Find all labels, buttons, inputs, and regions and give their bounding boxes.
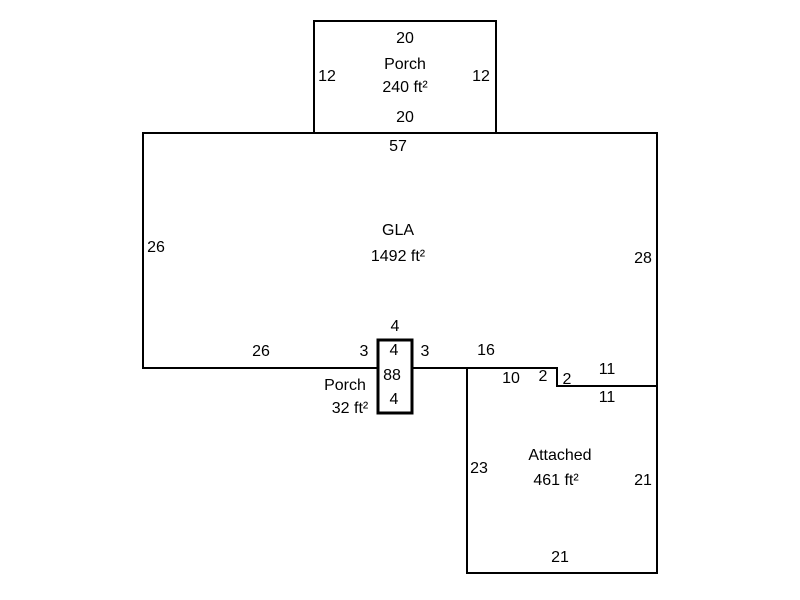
garage-dim-left: 23 bbox=[470, 460, 488, 477]
small-porch-dim-top-inner: 4 bbox=[389, 342, 399, 359]
top-porch-title: Porch bbox=[384, 56, 426, 73]
garage-dim-top: 10 bbox=[502, 370, 520, 387]
small-porch-area: 32 ft² bbox=[331, 400, 369, 417]
garage-title: Attached bbox=[528, 447, 592, 464]
small-porch-dim-top: 4 bbox=[390, 318, 400, 335]
small-porch-dim-sides: 88 bbox=[383, 367, 401, 384]
garage-outline bbox=[466, 367, 658, 574]
gla-dim-top: 57 bbox=[389, 138, 407, 155]
small-porch-dim-right: 3 bbox=[420, 343, 430, 360]
gla-dim-right: 28 bbox=[634, 250, 652, 267]
garage-dim-bottom: 21 bbox=[551, 549, 569, 566]
small-porch-title: Porch bbox=[324, 377, 366, 394]
top-porch-dim-left: 12 bbox=[318, 68, 336, 85]
top-porch-dim-top: 20 bbox=[396, 30, 414, 47]
top-porch-dim-right: 12 bbox=[472, 68, 490, 85]
small-porch-outline bbox=[376, 338, 414, 415]
gla-dim-notch-bottom: 11 bbox=[598, 389, 616, 406]
gla-dim-step-left: 2 bbox=[538, 368, 548, 385]
top-porch-dim-bottom: 20 bbox=[396, 109, 414, 126]
gla-dim-bottom-left: 26 bbox=[252, 343, 270, 360]
gla-title: GLA bbox=[381, 222, 415, 239]
garage-dim-right: 21 bbox=[634, 472, 652, 489]
gla-dim-bottom-mid: 16 bbox=[477, 342, 495, 359]
gla-dim-step-right: 2 bbox=[562, 371, 572, 388]
gla-area: 1492 ft² bbox=[370, 248, 426, 265]
small-porch-dim-left: 3 bbox=[359, 343, 369, 360]
gla-dim-notch-top: 11 bbox=[598, 361, 616, 378]
small-porch-dim-bottom: 4 bbox=[389, 391, 399, 408]
gla-dim-left: 26 bbox=[147, 239, 165, 256]
top-porch-area: 240 ft² bbox=[382, 79, 428, 96]
garage-area: 461 ft² bbox=[533, 472, 579, 489]
top-porch-outline bbox=[313, 20, 497, 134]
